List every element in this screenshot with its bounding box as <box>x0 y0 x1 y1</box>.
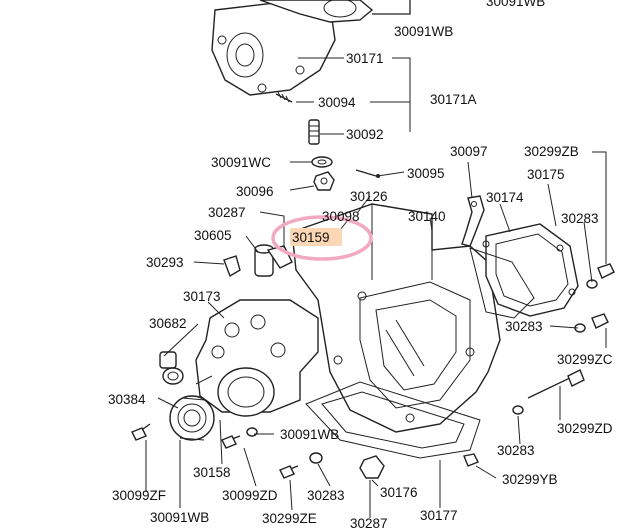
callout-30099ZF: 30099ZF <box>112 488 166 503</box>
callout-30098: 30098 <box>322 209 360 224</box>
callout-30283-right: 30283 <box>561 211 599 226</box>
callout-30682: 30682 <box>149 316 187 331</box>
small-hardware <box>159 156 485 385</box>
callout-30283-mid: 30283 <box>505 319 543 334</box>
callout-30095: 30095 <box>407 166 445 181</box>
callout-30299ZE: 30299ZE <box>262 511 317 526</box>
callout-30096: 30096 <box>236 184 274 199</box>
leader-lines <box>145 57 607 518</box>
callout-30091WB-top: 30091WB <box>394 24 453 39</box>
callout-30173: 30173 <box>183 289 221 304</box>
callout-30177: 30177 <box>420 508 458 523</box>
callout-30174: 30174 <box>486 190 524 205</box>
callout-30283-bottom: 30283 <box>307 488 345 503</box>
callout-30299ZB: 30299ZB <box>524 144 579 159</box>
callout-30091WB-top-right: 30091WB <box>486 0 545 9</box>
callout-30283-lower-right: 30283 <box>497 443 535 458</box>
callout-labels: 30091WB 30171 30094 30171A 30092 30091WC… <box>108 0 613 530</box>
callout-30091WB-center: 30091WB <box>280 427 339 442</box>
callout-30287-bottom: 30287 <box>350 516 388 530</box>
seal-bearing <box>169 395 215 441</box>
rear-cover <box>469 223 579 319</box>
left-housing <box>195 299 319 417</box>
callout-30126: 30126 <box>350 189 388 204</box>
callout-30094: 30094 <box>318 95 356 110</box>
callout-30299ZD-right: 30299ZD <box>557 421 613 436</box>
callout-30099ZD: 30099ZD <box>222 488 278 503</box>
callout-30171: 30171 <box>346 51 384 66</box>
callout-30299YB: 30299YB <box>502 472 558 487</box>
callout-30097: 30097 <box>450 144 488 159</box>
callout-30299ZC: 30299ZC <box>557 352 613 367</box>
callout-30175: 30175 <box>527 167 565 182</box>
callout-30140: 30140 <box>408 209 446 224</box>
callout-30159-highlighted: 30159 <box>292 230 330 245</box>
callout-30091WB-bottom: 30091WB <box>150 510 209 525</box>
callout-30384: 30384 <box>108 392 146 407</box>
upper-flange-assembly <box>211 0 411 145</box>
callout-30293: 30293 <box>146 255 184 270</box>
highlight-marker <box>271 215 373 261</box>
callout-30176: 30176 <box>380 485 418 500</box>
callout-30605: 30605 <box>194 228 232 243</box>
callout-30158: 30158 <box>193 465 231 480</box>
callout-30092: 30092 <box>346 127 384 142</box>
callout-30091WC: 30091WC <box>211 155 271 170</box>
callout-30171A: 30171A <box>430 92 477 107</box>
center-case <box>291 203 501 459</box>
callout-30287-upper: 30287 <box>208 205 246 220</box>
